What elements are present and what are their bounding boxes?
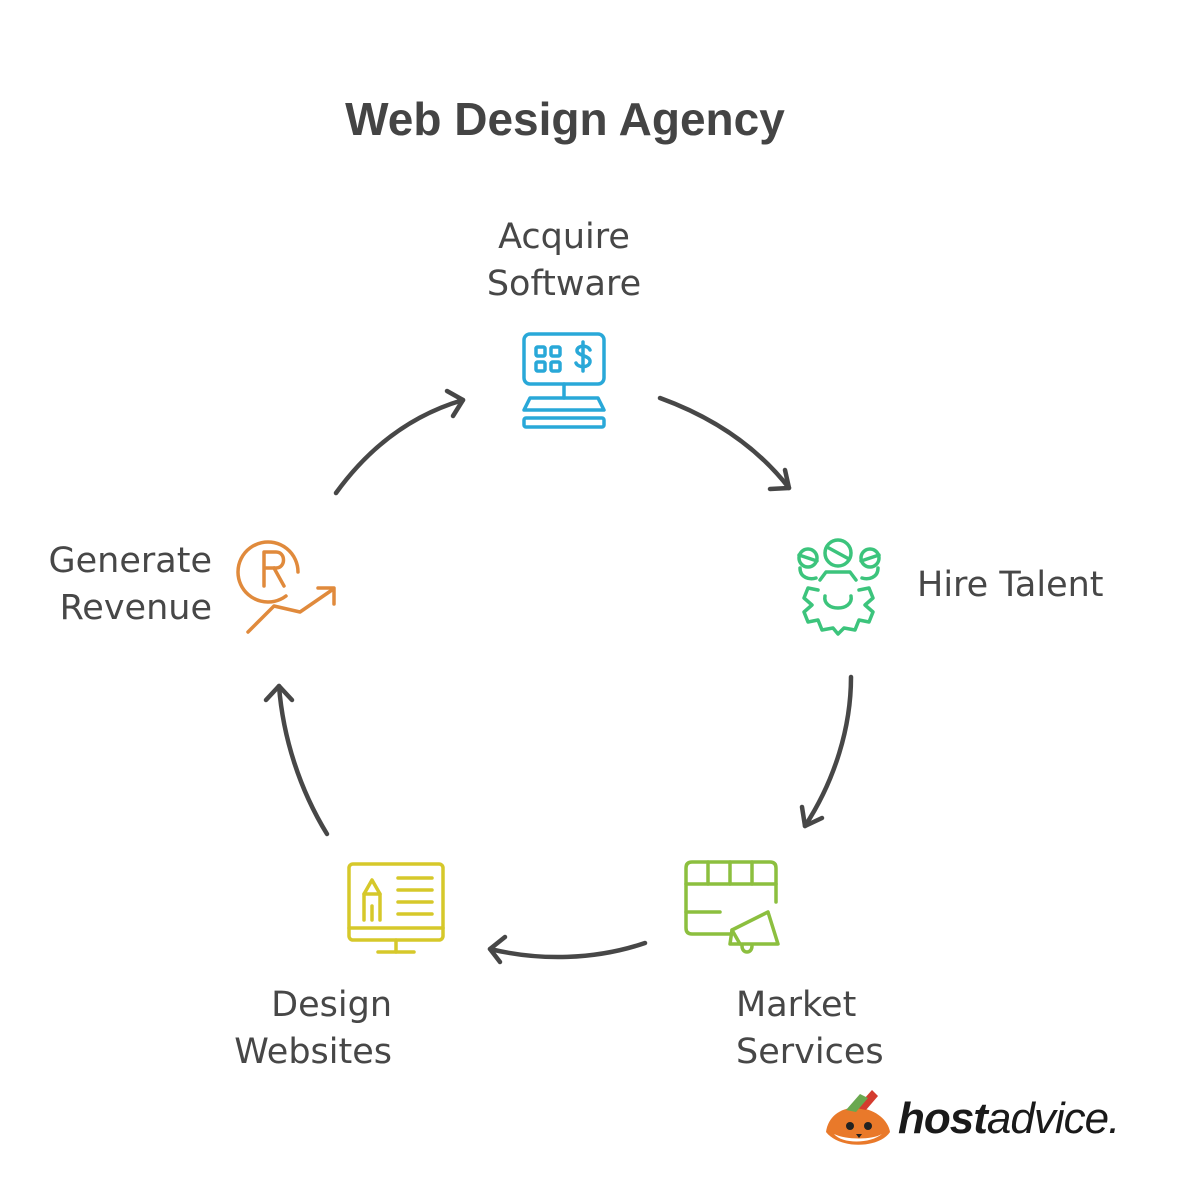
logo-wordmark-regular: advice. [986,1094,1120,1143]
cycle-arrow-talent-to-market [799,674,854,829]
step-label-design-websites: Design Websites [200,982,392,1076]
revenue-growth-icon [236,540,336,634]
logo-wordmark: hostadvice. [898,1094,1120,1144]
step-label-line: Services [736,1032,884,1072]
step-label-line: Revenue [59,588,212,628]
step-label-generate-revenue: Generate Revenue [30,538,212,632]
step-label-market-services: Market Services [736,982,884,1076]
step-label-line: Software [486,264,642,304]
computer-dollar-icon [522,332,606,429]
step-label-acquire-software: Acquire Software [464,214,664,308]
page-title: Web Design Agency [345,93,785,145]
calendar-megaphone-icon [684,860,780,954]
fox-mascot-icon [826,1090,890,1145]
cycle-arrow-revenue-to-software [333,388,466,496]
hostadvice-logo: hostadvice. [820,1088,1140,1158]
team-gear-icon [797,538,881,636]
logo-wordmark-bold: host [898,1094,988,1143]
step-label-line: Acquire [498,217,630,257]
cycle-arrow-design-to-revenue [263,683,330,837]
step-label-line: Hire Talent [917,565,1104,605]
monitor-pencil-icon [347,862,445,954]
step-label-line: Generate [48,541,212,581]
cycle-arrow-market-to-design [487,934,648,965]
step-label-line: Market [736,985,857,1025]
step-label-line: Design [271,985,392,1025]
step-label-hire-talent: Hire Talent [917,562,1104,609]
step-label-line: Websites [234,1032,392,1072]
cycle-arrow-software-to-talent [657,395,792,492]
